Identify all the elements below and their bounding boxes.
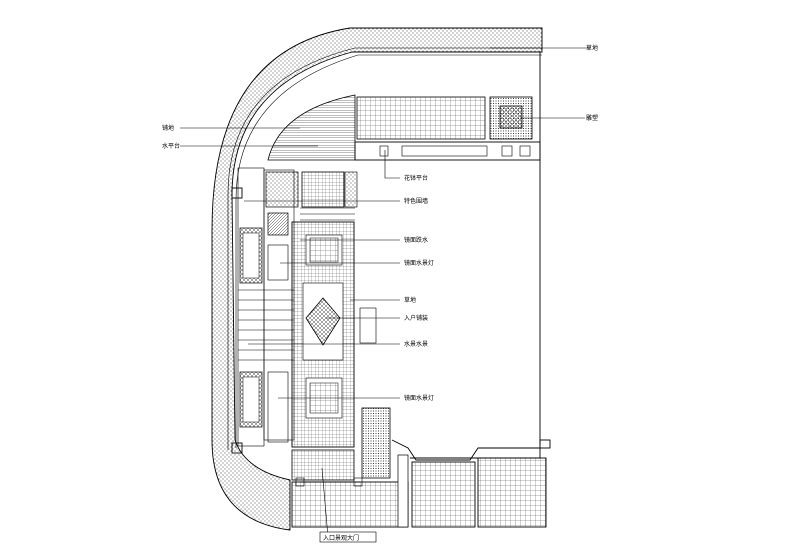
planting-belt (211, 27, 543, 531)
top-grid-panel (356, 96, 486, 140)
label-paving: 铺地 (162, 124, 174, 132)
label-sculpture: 雕塑 (586, 114, 598, 122)
water-platform (267, 94, 356, 161)
label-entrance-gate: 入口景观大门 (323, 534, 359, 542)
entry-paving-diamond (305, 297, 341, 346)
sculpture (499, 105, 523, 129)
label-entry-paving: 入户铺装 (404, 314, 428, 322)
label-lane: 草地 (586, 44, 598, 52)
label-water-feature: 水景水景 (404, 340, 428, 348)
label-light-pool-2: 镜面水景灯 (404, 394, 434, 402)
label-water-platform: 水平台 (162, 142, 180, 150)
planter-box (379, 145, 389, 157)
label-feature-wall: 特色围墙 (404, 197, 428, 205)
label-light-pool-1: 镜面水景灯 (404, 259, 434, 267)
label-reflection-pool: 镜面跌水 (404, 236, 428, 244)
label-planter-platform: 花钵平台 (404, 174, 428, 182)
label-grass: 草地 (404, 296, 416, 304)
